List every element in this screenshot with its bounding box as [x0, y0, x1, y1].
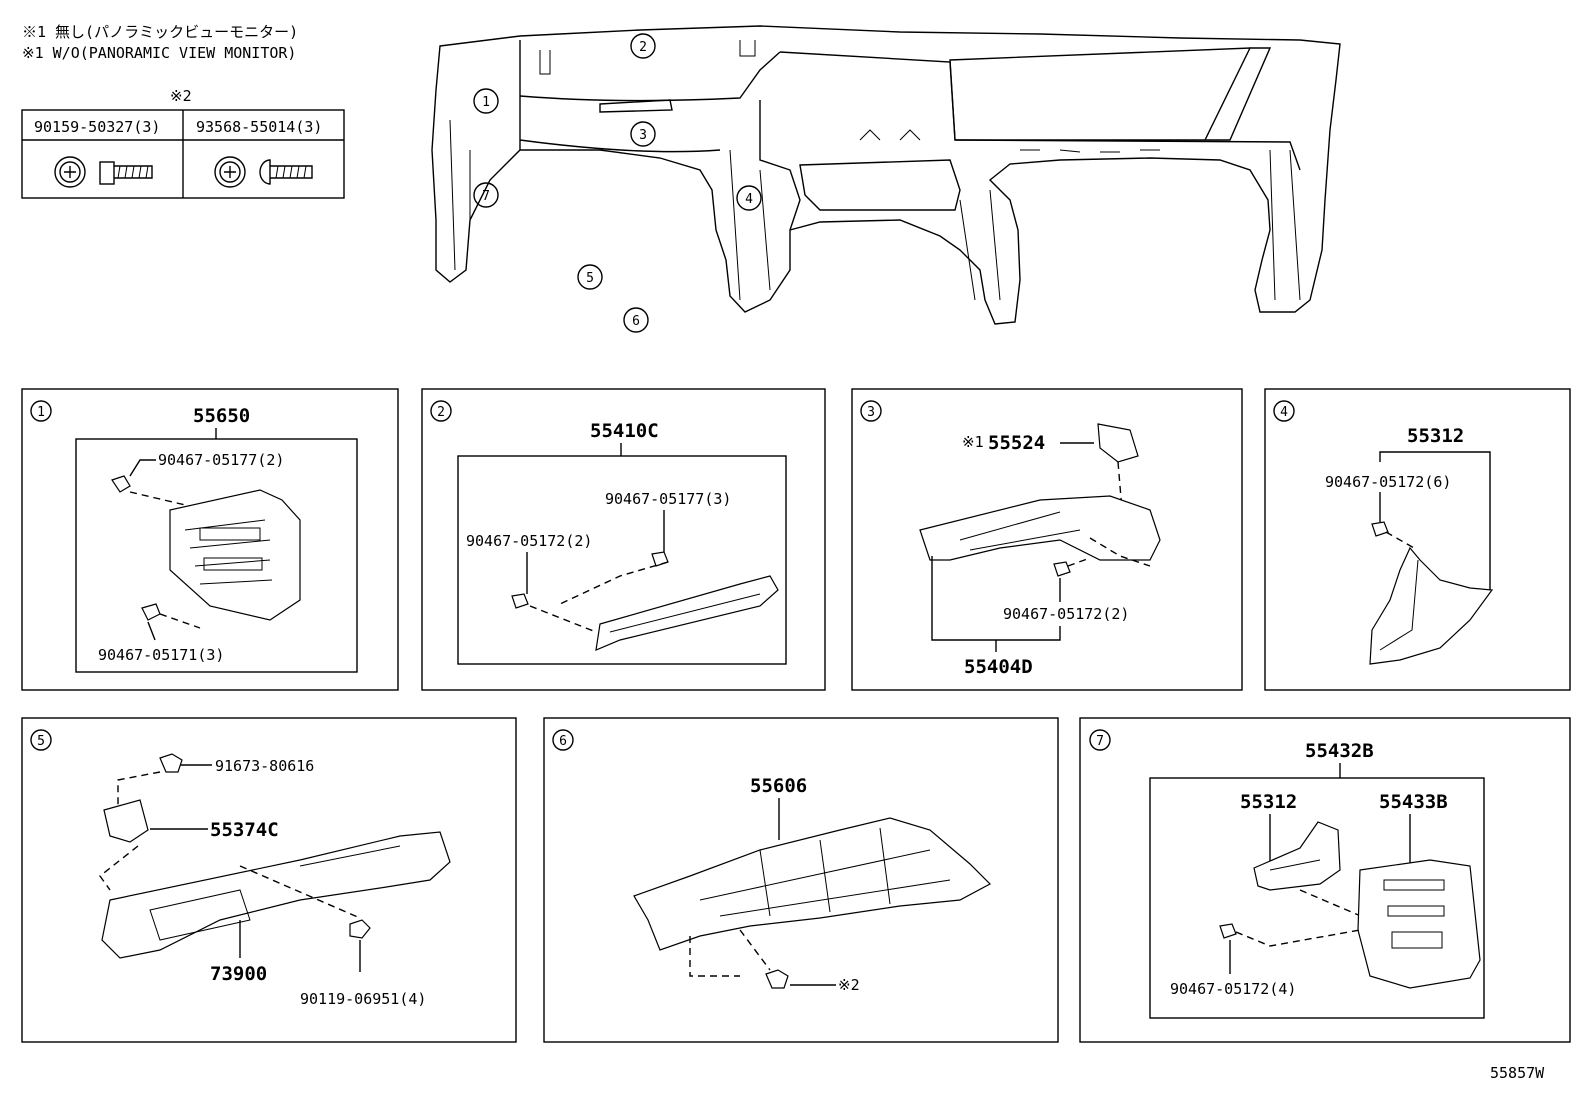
- panel-3-number: 3: [867, 405, 875, 420]
- panel-7: 7 55432B 55312 55433B 90467-05172(4): [1079, 717, 1571, 1043]
- panel-2-number: 2: [437, 405, 445, 420]
- panel-7-label-c: 90467-05172(4): [1170, 980, 1296, 998]
- panel-3-main-part: 55404D: [964, 656, 1033, 678]
- screw-part-1: 90159-50327(3): [34, 118, 160, 136]
- callout-1: [473, 88, 499, 114]
- panel-4: 4 55312 90467-05172(6): [1264, 388, 1571, 691]
- callout-2-label: 2: [639, 40, 647, 55]
- panel-4-main-part: 55312: [1407, 425, 1464, 447]
- panel-2: 2 55410C 90467-05177(3) 90467-05172(2): [421, 388, 826, 691]
- callout-6: [623, 307, 649, 333]
- panel-2-label-b: 90467-05172(2): [466, 532, 592, 550]
- panel-6: 6 55606 ※2: [543, 717, 1059, 1043]
- dashboard-overview: [431, 25, 1341, 325]
- panel-3: 3 ※1 55524 90467-05172(2) 55404D: [851, 388, 1243, 691]
- callout-4-label: 4: [745, 192, 753, 207]
- callout-4: [736, 185, 762, 211]
- panel-4-label-a: 90467-05172(6): [1325, 473, 1451, 491]
- panel-7-label-b: 55433B: [1379, 791, 1448, 813]
- panel-6-number: 6: [559, 734, 567, 749]
- callout-7: [473, 182, 499, 208]
- panel-5-label-a: 91673-80616: [215, 757, 314, 775]
- screw-icon: [54, 156, 153, 188]
- callout-7-label: 7: [482, 189, 490, 204]
- screw-part-2: 93568-55014(3): [196, 118, 322, 136]
- panel-5-label-c: 90119-06951(4): [300, 990, 426, 1008]
- panel-3-note-mark: ※1: [962, 433, 984, 451]
- screw-table: ※2 90159-50327(3) 93568-55014(3): [21, 87, 345, 199]
- screw-icon: [214, 156, 313, 188]
- note-english: ※1 W/O(PANORAMIC VIEW MONITOR): [22, 44, 296, 62]
- callout-1-label: 1: [482, 95, 490, 110]
- panel-2-main-part: 55410C: [590, 420, 659, 442]
- panel-7-main-part: 55432B: [1305, 740, 1374, 762]
- callout-6-label: 6: [632, 314, 640, 329]
- screw-table-mark: ※2: [170, 87, 192, 105]
- callout-5: [577, 264, 603, 290]
- panel-5-main-part: 73900: [210, 963, 267, 985]
- panel-1-main-part: 55650: [193, 405, 250, 427]
- overview-callouts: 1 2 3 4 5 6 7: [473, 33, 762, 333]
- panel-1: 1 55650 90467-05177(2) 90467-05171(3): [21, 388, 399, 691]
- callout-2: [630, 33, 656, 59]
- panel-4-number: 4: [1280, 405, 1288, 420]
- panel-5: 5 91673-80616 55374C 73900 90119-06951(4…: [21, 717, 517, 1043]
- panel-5-label-b: 55374C: [210, 819, 279, 841]
- callout-3-label: 3: [639, 128, 647, 143]
- callout-5-label: 5: [586, 271, 594, 286]
- panel-7-number: 7: [1096, 734, 1104, 749]
- note-japanese: ※1 無し(パノラミックビューモニター): [22, 23, 298, 41]
- callout-3: [630, 121, 656, 147]
- panel-2-label-a: 90467-05177(3): [605, 490, 731, 508]
- panel-5-number: 5: [37, 734, 45, 749]
- panel-3-label-b: 90467-05172(2): [1003, 605, 1129, 623]
- panel-6-main-part: 55606: [750, 775, 807, 797]
- panel-7-label-a: 55312: [1240, 791, 1297, 813]
- diagram-code: 55857W: [1490, 1064, 1545, 1082]
- panel-1-number: 1: [37, 405, 45, 420]
- panel-3-label-a: 55524: [988, 432, 1045, 454]
- panel-1-label-b: 90467-05171(3): [98, 646, 224, 664]
- panel-6-label-a: ※2: [838, 976, 860, 994]
- panel-1-label-a: 90467-05177(2): [158, 451, 284, 469]
